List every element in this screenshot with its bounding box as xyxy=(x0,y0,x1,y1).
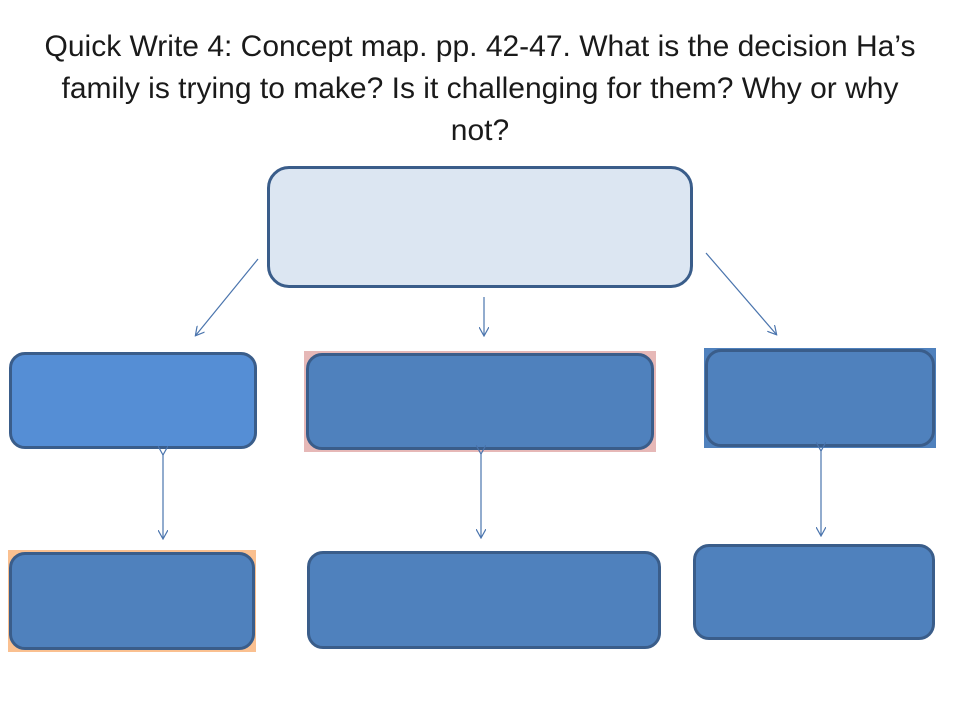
detail-box-center[interactable] xyxy=(307,551,661,649)
arrow-main-to-left xyxy=(196,258,259,335)
detail-box-right[interactable] xyxy=(693,544,935,640)
concept-box-left[interactable] xyxy=(9,352,257,449)
arrow-main-to-right xyxy=(705,252,776,334)
concept-box-main[interactable] xyxy=(267,166,693,288)
page-title: Quick Write 4: Concept map. pp. 42-47. W… xyxy=(44,30,916,147)
detail-box-left[interactable] xyxy=(9,552,255,650)
